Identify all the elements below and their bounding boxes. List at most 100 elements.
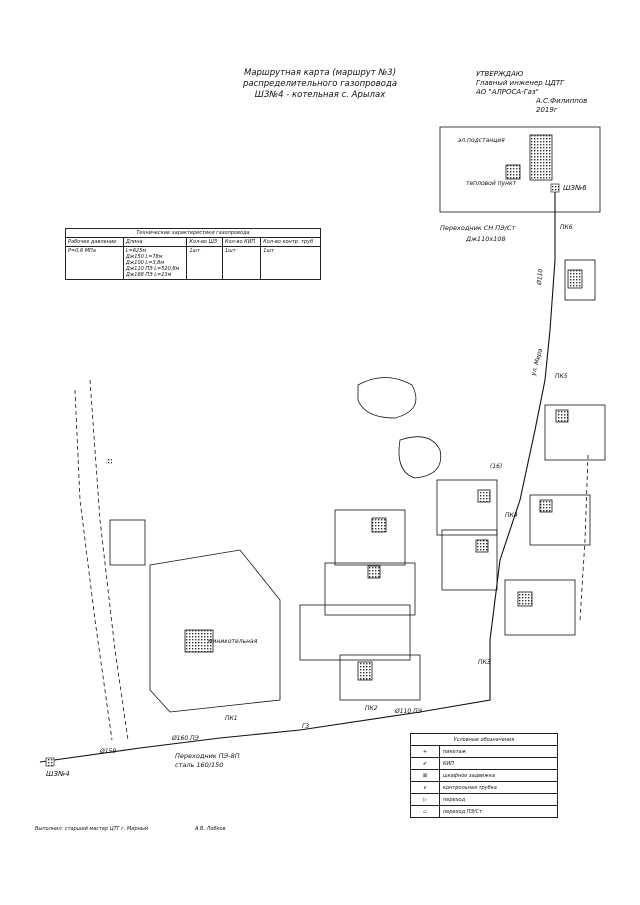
crossing-pe-icon: ▫	[410, 805, 440, 818]
label-crossing-bottom-dim: сталь 160/150	[175, 761, 223, 769]
tech-table: Технические характеристики газопровода Р…	[65, 228, 321, 280]
label-sz4: ШЗ№4	[46, 770, 70, 778]
house-7	[555, 409, 569, 423]
label-d110: Ø110	[536, 268, 544, 286]
label-crossing-bottom: Переходник ПЭ-8П	[175, 752, 240, 760]
approval-year: 2019г	[536, 106, 558, 114]
label-d160pe: Ø160 ПЭ	[171, 735, 200, 742]
lake-1	[357, 377, 417, 419]
label-d110pe: Ø110 ПЭ	[394, 708, 423, 715]
pipeline-main	[39, 190, 556, 763]
road-left-1	[74, 389, 113, 741]
plot-10	[504, 579, 576, 636]
house-9	[539, 499, 553, 513]
label-crossing-top-dim: Дж110х108	[465, 235, 506, 243]
legend-label-cabinet: шкафное задвижка	[439, 769, 558, 782]
substation-area	[439, 126, 601, 213]
legend-label-control-pipe: контрольная трубка	[439, 781, 558, 794]
plot-9	[529, 494, 591, 546]
tech-length-total: L=625м	[125, 248, 147, 254]
approval-block: УТВЕРЖДАЮ Главный инженер ЦДТГ АО "АЛРОС…	[476, 70, 587, 115]
heating-building	[505, 164, 521, 180]
label-heating: тепловой пункт	[466, 180, 517, 187]
tech-header-sz: Кол-во ШЗ	[186, 237, 223, 247]
label-pk6: ПК6	[560, 224, 573, 231]
tech-header-kip: Кол-во КИП	[221, 237, 262, 247]
approval-line-1: УТВЕРЖДАЮ	[476, 70, 524, 78]
map-title: Маршрутная карта (маршрут №3) распредели…	[200, 68, 440, 101]
house-4	[357, 661, 373, 681]
label-substation: эл.подстанция	[458, 137, 505, 144]
label-house16: (16)	[490, 463, 502, 470]
plot-1	[334, 509, 406, 566]
house-1	[371, 517, 387, 533]
label-pk3: ПК3	[478, 659, 491, 666]
label-pk5: ПК5	[555, 373, 568, 380]
plot-6	[441, 529, 498, 591]
plot-3	[299, 604, 411, 661]
tech-header-length: Длина	[122, 237, 188, 247]
title-line-1: Маршрутная карта (маршрут №3)	[243, 68, 397, 78]
title-line-2: распределительного газопровода	[242, 79, 398, 89]
tech-header-pipes: Кол-во контр. труб	[260, 237, 321, 247]
legend-label-crossing-pe: переход ПЭ/Ст	[439, 805, 558, 818]
plot-7	[544, 404, 606, 461]
label-boiler: миникотельная	[208, 638, 258, 645]
legend-label-kip: КИП	[439, 757, 558, 770]
plot-2	[324, 562, 416, 616]
tech-length-cell: L=625м Дж150 L=78м Дж100 L=3,8м Дж110 ПЭ…	[122, 246, 188, 280]
label-crossing-top: Переходник СН ПЭ/Ст	[440, 224, 515, 232]
road-left-2	[89, 379, 129, 741]
tech-table-caption: Технические характеристики газопровода	[65, 228, 321, 238]
sz4-cabinet-icon	[45, 757, 55, 767]
approval-signer: А.С.Филиппов	[536, 97, 588, 105]
tech-pipes: 1шт	[260, 246, 321, 280]
tech-length-4: Дж168 ПЭ L=23м	[125, 272, 172, 278]
picket-icon: +	[410, 745, 440, 758]
tech-length-1: Дж150 L=78м	[125, 254, 163, 260]
legend-title: Условные обозначения	[410, 733, 558, 746]
house-8	[567, 269, 583, 289]
tech-kip: 1шт	[221, 246, 262, 280]
boiler-building	[184, 629, 214, 653]
label-street: ул. Мира	[530, 348, 544, 378]
crossing-icon: ▷	[410, 793, 440, 806]
house-2	[367, 565, 381, 579]
label-d159: Ø159	[99, 748, 116, 755]
tech-pressure: Р=0,6 МПа	[65, 246, 124, 280]
label-pk4: ПК4	[505, 512, 518, 519]
label-sz6: ШЗ№6	[563, 184, 587, 192]
sz-small-icon	[106, 458, 112, 464]
plot-11	[109, 519, 146, 566]
legend-label-crossing: переход	[439, 793, 558, 806]
tech-header-pressure: Рабочее давление	[65, 237, 124, 247]
plot-8	[564, 259, 596, 301]
house-5	[477, 489, 491, 503]
cabinet-icon: ⊠	[410, 769, 440, 782]
sz6-cabinet-icon	[550, 183, 560, 193]
control-pipe-icon: v	[410, 781, 440, 794]
footer-performer: Выполнил: старший мастер ЦТГ г. Мирный	[35, 826, 149, 832]
approval-line-2: Главный инженер ЦДТГ	[476, 79, 565, 87]
boiler-area	[149, 549, 281, 713]
tech-sz: 1шт	[186, 246, 223, 280]
tech-length-2: Дж100 L=3,8м	[125, 260, 165, 266]
road-right	[579, 454, 589, 621]
lake-2	[398, 436, 442, 479]
label-g3: Г3	[302, 723, 309, 730]
house-10	[517, 591, 533, 607]
kip-icon: ✔	[410, 757, 440, 770]
legend-label-picket: пикетаж	[439, 745, 558, 758]
approval-line-3: АО "АЛРОСА-Газ"	[476, 88, 539, 96]
plot-4	[339, 654, 421, 701]
footer-name: А.В. Лобков	[195, 826, 226, 832]
label-pk1: ПК1	[225, 715, 238, 722]
substation-building	[529, 134, 553, 181]
plot-5	[436, 479, 498, 536]
title-line-3: ШЗ№4 - котельная с. Арылах	[254, 90, 386, 100]
legend: Условные обозначения +пикетаж ✔КИП ⊠шкаф…	[410, 733, 558, 818]
tech-length-3: Дж110 ПЭ L=520,8м	[125, 266, 180, 272]
house-6	[475, 539, 489, 553]
label-pk2: ПК2	[365, 705, 378, 712]
